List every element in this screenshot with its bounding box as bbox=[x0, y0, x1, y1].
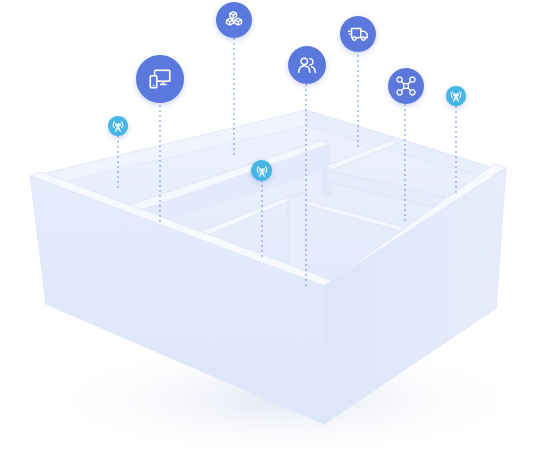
marker-antenna-right[interactable] bbox=[446, 86, 466, 106]
interior-wall-upper bbox=[324, 139, 397, 171]
marker-drone[interactable] bbox=[388, 68, 424, 104]
antenna-icon bbox=[256, 165, 267, 177]
front-right-wall-face bbox=[323, 167, 507, 425]
marker-delivery-truck[interactable] bbox=[340, 16, 376, 52]
interior-wall-main-face bbox=[130, 144, 330, 222]
user-group-icon bbox=[298, 57, 316, 74]
wall-texture bbox=[47, 235, 503, 389]
devices-icon bbox=[149, 69, 171, 89]
marker-antenna-center[interactable] bbox=[251, 160, 272, 181]
antenna-icon bbox=[112, 121, 124, 132]
marker-cube[interactable] bbox=[216, 2, 252, 38]
delivery-truck-icon bbox=[347, 27, 368, 41]
marker-devices[interactable] bbox=[136, 55, 184, 103]
drone-icon bbox=[396, 76, 416, 96]
marker-user-group[interactable] bbox=[288, 46, 326, 84]
antenna-icon bbox=[450, 91, 462, 102]
marker-antenna-left[interactable] bbox=[108, 116, 128, 136]
cube-icon bbox=[225, 11, 243, 26]
leader-lines bbox=[117, 38, 457, 286]
